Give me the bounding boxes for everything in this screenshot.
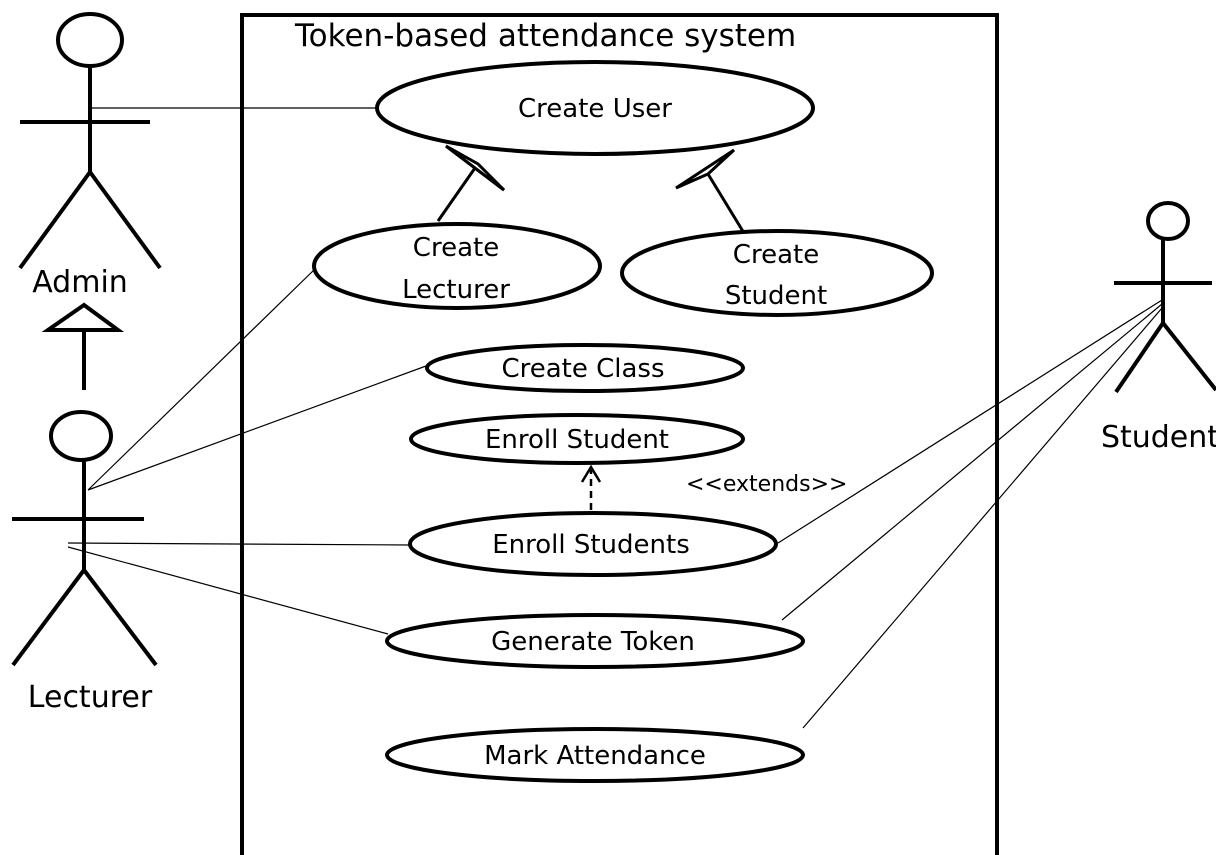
admin-label: Admin [32, 265, 128, 300]
svg-text:Enroll Student: Enroll Student [485, 425, 669, 455]
system-title: Token-based attendance system [294, 18, 796, 54]
svg-text:Lecturer: Lecturer [402, 275, 510, 305]
use-case-enroll-students: Enroll Students [408, 511, 778, 577]
extends-stereotype: <<extends>> [686, 472, 847, 497]
assoc-student-generate-token [781, 303, 1163, 621]
use-case-create-class: Create Class [425, 343, 745, 393]
svg-text:Create: Create [733, 240, 819, 270]
use-case-create-student: Create Student [620, 229, 934, 317]
assoc-lecturer-create-lecturer [87, 267, 317, 491]
system-boundary [240, 13, 999, 855]
assoc-lecturer-create-class [87, 365, 427, 491]
svg-text:Create User: Create User [518, 94, 672, 124]
svg-text:Mark Attendance: Mark Attendance [484, 741, 706, 771]
svg-text:Enroll Students: Enroll Students [492, 530, 690, 560]
assoc-lecturer-generate-token [67, 546, 389, 635]
lecturer-label: Lecturer [28, 680, 153, 715]
admin-actor [18, 12, 162, 270]
use-case-create-user: Create User [375, 60, 815, 156]
associations [67, 107, 1163, 729]
generalization-create-student [675, 148, 746, 234]
svg-text:Generate Token: Generate Token [491, 627, 695, 657]
use-case-generate-token: Generate Token [385, 613, 805, 669]
assoc-student-mark-attendance [802, 307, 1163, 729]
use-case-create-lecturer: Create Lecturer [312, 222, 602, 310]
extends-dependency [580, 464, 602, 510]
svg-text:Create Class: Create Class [501, 354, 664, 384]
assoc-student-enroll-students [777, 299, 1163, 544]
assoc-lecturer-enroll-students [67, 542, 411, 546]
lecturer-actor [11, 410, 158, 667]
use-case-enroll-student: Enroll Student [409, 413, 745, 465]
svg-text:Create: Create [413, 233, 499, 263]
svg-text:Student: Student [725, 281, 827, 311]
student-actor [1114, 201, 1216, 394]
student-label: Student [1101, 420, 1216, 455]
generalization-create-lecturer [436, 144, 506, 222]
generalization-lecturer-admin [41, 302, 125, 390]
use-case-mark-attendance: Mark Attendance [385, 727, 805, 783]
